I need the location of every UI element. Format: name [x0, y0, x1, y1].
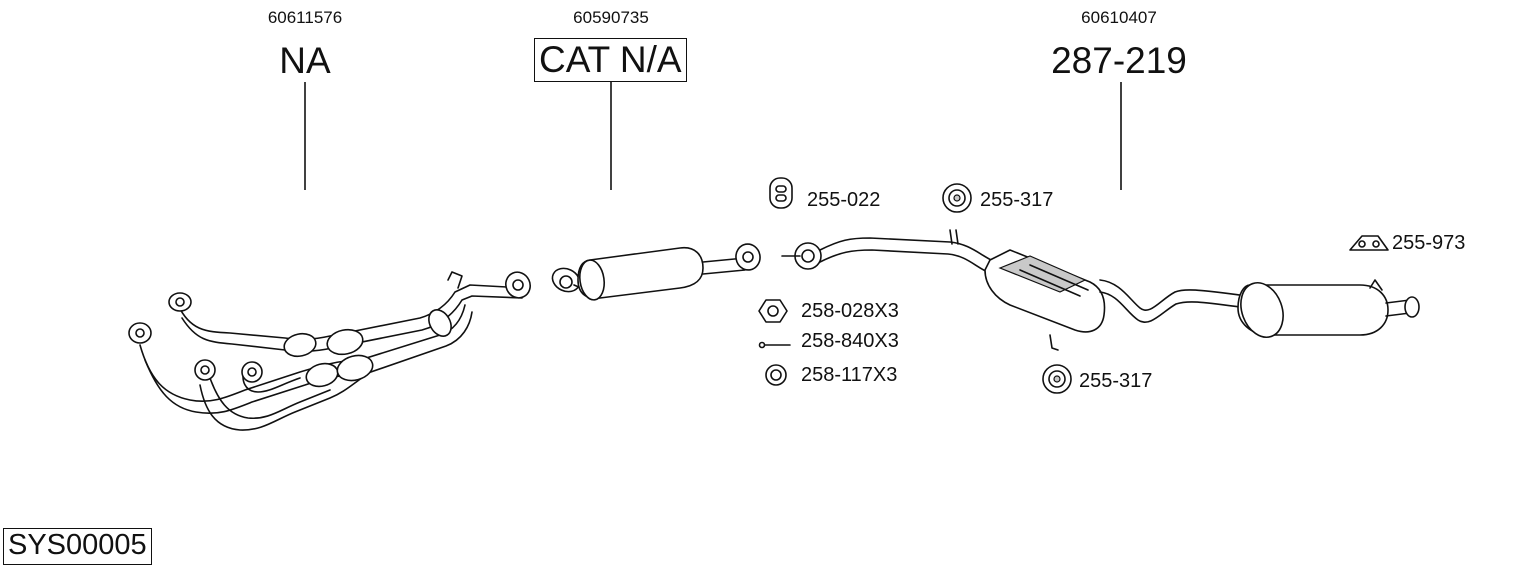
diagram-id-label: SYS00005: [3, 528, 152, 565]
rubber-mount-icon: [1042, 364, 1072, 394]
fitting-label: 255-317: [980, 189, 1054, 211]
fitting-label: 255-973: [1392, 232, 1466, 254]
hex-nut-icon: [758, 299, 788, 323]
oe-number-label: 60611576: [267, 8, 343, 27]
oe-number-label: 60590735: [573, 8, 649, 27]
part-number-label-boxed: CAT N/A: [534, 38, 687, 82]
front-pipe-assembly: [128, 271, 531, 431]
part-number-label: 287-219: [1051, 40, 1187, 81]
fitting-label: 255-022: [807, 189, 881, 211]
fitting-label: 258-840X3: [801, 330, 899, 352]
mounting-bracket-icon: [1349, 235, 1389, 251]
fitting-label: 258-117X3: [801, 364, 898, 386]
bolt-icon: [758, 341, 791, 349]
sealing-ring-icon: [765, 364, 787, 386]
fitting-label: 255-317: [1079, 370, 1153, 392]
rubber-mount-icon: [942, 183, 972, 213]
catalytic-converter: [551, 243, 761, 301]
middle-and-rear-silencer: [781, 229, 1420, 351]
rubber-hanger-icon: [769, 177, 793, 209]
oe-number-label: 60610407: [1081, 8, 1157, 27]
part-number-label: NA: [279, 40, 331, 81]
fitting-label: 258-028X3: [801, 300, 899, 322]
